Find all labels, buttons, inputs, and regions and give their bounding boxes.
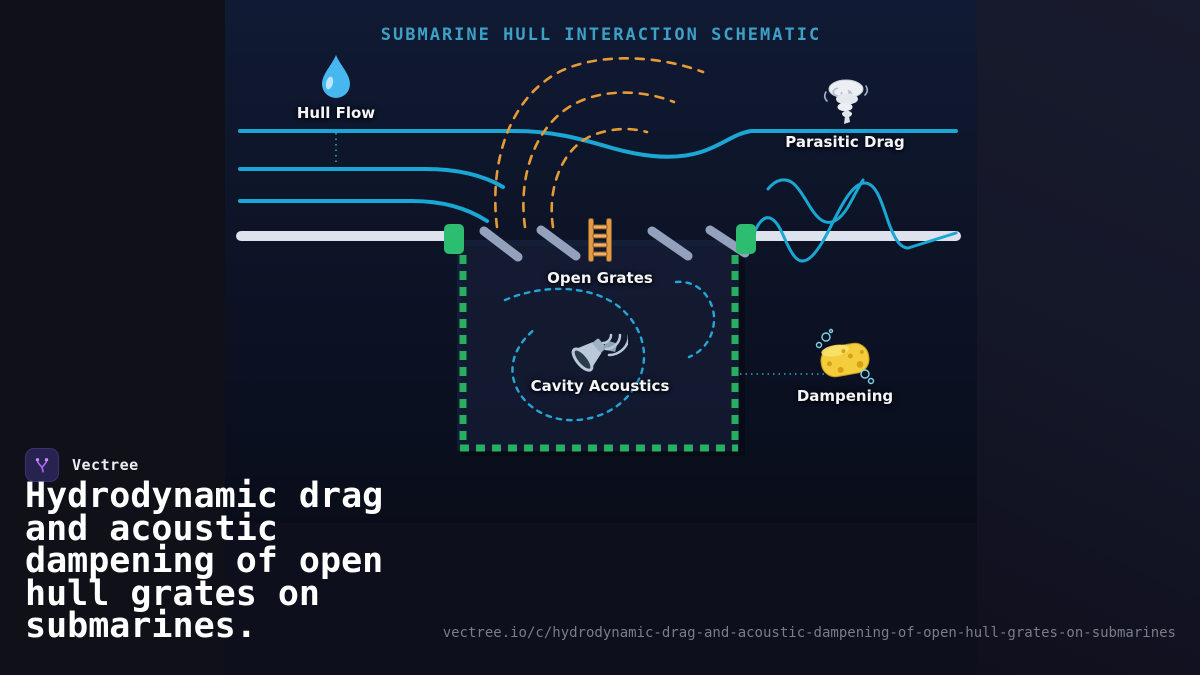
brand-name: Vectree <box>72 456 139 474</box>
flow-line-mid <box>238 167 505 189</box>
wake-wave-lower <box>751 181 958 263</box>
wake-wave-upper <box>766 178 865 224</box>
schematic-title: SUBMARINE HULL INTERACTION SCHEMATIC <box>380 25 822 45</box>
right-background <box>977 0 1200 675</box>
grate-slats <box>479 225 750 262</box>
ladder-icon <box>584 217 616 267</box>
parasitic-drag-label: Parasitic Drag <box>785 133 905 151</box>
wake-squiggle <box>751 178 958 263</box>
mount-handles <box>444 224 756 254</box>
turbulence-arc-outer <box>493 57 705 229</box>
cavity-acoustics-label: Cavity Acoustics <box>530 377 670 395</box>
footer-url: vectree.io/c/hydrodynamic-drag-and-acous… <box>442 625 1176 641</box>
turbulence-arc-inner <box>550 127 649 229</box>
headline-line: submarines. <box>25 606 257 647</box>
flow-lines <box>238 129 958 223</box>
speaker-sound-waves-icon <box>570 322 631 378</box>
headline-line: hull grates on <box>25 573 321 614</box>
brand-row: Vectree <box>25 448 139 482</box>
headline-line: dampening of open <box>25 541 384 582</box>
left-background <box>0 0 225 675</box>
grate-slat <box>647 226 693 261</box>
acoustic-swirl-small <box>674 280 716 359</box>
headline: Hydrodynamic drag and acoustic dampening… <box>25 476 384 647</box>
headline-line: Hydrodynamic drag <box>25 476 384 516</box>
sponge-icon <box>813 328 877 390</box>
mount-handle-right <box>736 224 756 254</box>
acoustic-swirl-large <box>503 287 646 422</box>
acoustic-swirls <box>503 280 716 422</box>
flow-line-low <box>238 199 489 223</box>
grate-slat <box>536 225 581 261</box>
turbulence-arcs <box>493 57 705 229</box>
headline-line: and acoustic <box>25 508 278 549</box>
open-grates-label: Open Grates <box>547 269 653 287</box>
mount-handle-left <box>444 224 464 254</box>
hull-flow-label: Hull Flow <box>296 104 376 122</box>
flow-line-top <box>238 129 958 159</box>
grate-slat <box>479 226 523 262</box>
bottom-background <box>225 523 977 675</box>
cavity-border <box>459 255 739 452</box>
dampening-label: Dampening <box>796 387 894 405</box>
turbulence-arc-middle <box>522 91 676 229</box>
tornado-icon <box>820 76 872 132</box>
water-drop-icon <box>317 53 355 105</box>
vectree-logo-icon <box>25 448 59 482</box>
